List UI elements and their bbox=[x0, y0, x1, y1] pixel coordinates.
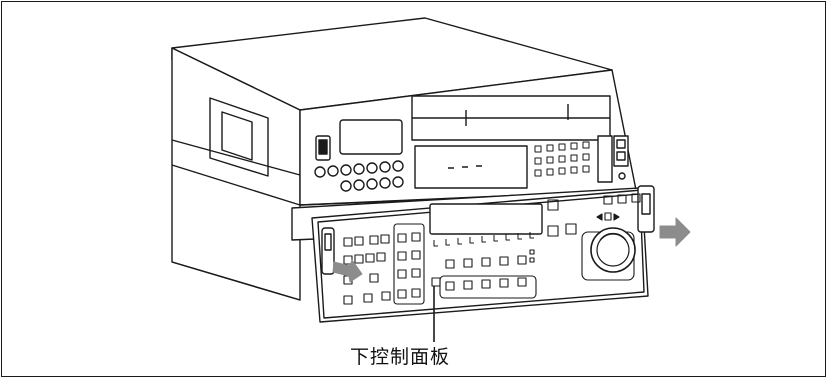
upper-button-grid bbox=[534, 141, 590, 177]
jog-shuttle-dial-icon bbox=[590, 227, 636, 273]
right-control-section bbox=[547, 193, 641, 281]
display-segment-ticks bbox=[433, 232, 534, 247]
lower-control-panel bbox=[311, 185, 655, 323]
transport-direction-icon bbox=[596, 212, 620, 221]
left-button-cluster bbox=[343, 223, 425, 305]
callout-label: 下控制面板 bbox=[350, 346, 451, 368]
slide-out-arrow-icon bbox=[332, 217, 691, 283]
center-button-row bbox=[431, 249, 537, 299]
audio-level-knobs bbox=[314, 160, 404, 192]
upper-front-panel bbox=[314, 95, 629, 192]
